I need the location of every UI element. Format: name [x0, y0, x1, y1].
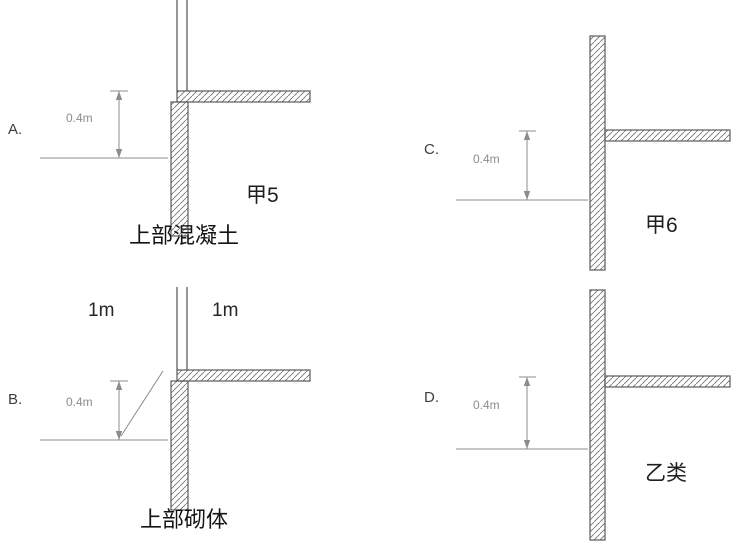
wall-section: [589, 35, 606, 271]
dimension-arrow-up-icon: [523, 131, 531, 140]
dimension-arrow-down-icon: [115, 149, 123, 158]
wall-section: [589, 289, 606, 541]
dimension-arrow-down-icon: [115, 431, 123, 440]
option-a-diagram: 0.4m A. 甲5 上部混凝土: [8, 0, 311, 248]
slab-section: [176, 369, 311, 382]
diagram-tag: 甲5: [246, 184, 279, 207]
dimension-label: 0.4m: [473, 152, 500, 166]
slab-section: [176, 90, 311, 103]
option-d-diagram: 0.4m D. 乙类: [424, 289, 731, 541]
leader-line: [120, 370, 164, 437]
option-letter: D.: [424, 389, 439, 406]
diagram-caption: 上部混凝土: [129, 223, 239, 248]
dimension-arrow-down-icon: [523, 191, 531, 200]
slab-section: [604, 375, 731, 388]
option-letter: A.: [8, 121, 22, 138]
option-b-diagram: 1m 1m 0.4m B. 上部砌体: [8, 287, 311, 532]
dimension-arrow-up-icon: [115, 381, 123, 390]
width-label-left: 1m: [88, 300, 114, 321]
dimension-arrow-up-icon: [523, 377, 531, 386]
lower-wall-section: [170, 101, 189, 237]
width-label-right: 1m: [212, 300, 238, 321]
diagram-tag: 甲6: [645, 214, 678, 237]
option-letter: C.: [424, 141, 439, 158]
option-letter: B.: [8, 391, 22, 408]
diagram-tag: 乙类: [645, 462, 687, 485]
dimension-label: 0.4m: [473, 398, 500, 412]
slab-section: [604, 129, 731, 142]
lower-wall-section: [170, 380, 189, 511]
dimension-arrow-up-icon: [115, 91, 123, 100]
dimension-arrow-down-icon: [523, 440, 531, 449]
option-c-diagram: 0.4m C. 甲6: [424, 35, 731, 271]
dimension-label: 0.4m: [66, 111, 93, 125]
diagram-caption: 上部砌体: [140, 507, 228, 532]
dimension-label: 0.4m: [66, 395, 93, 409]
